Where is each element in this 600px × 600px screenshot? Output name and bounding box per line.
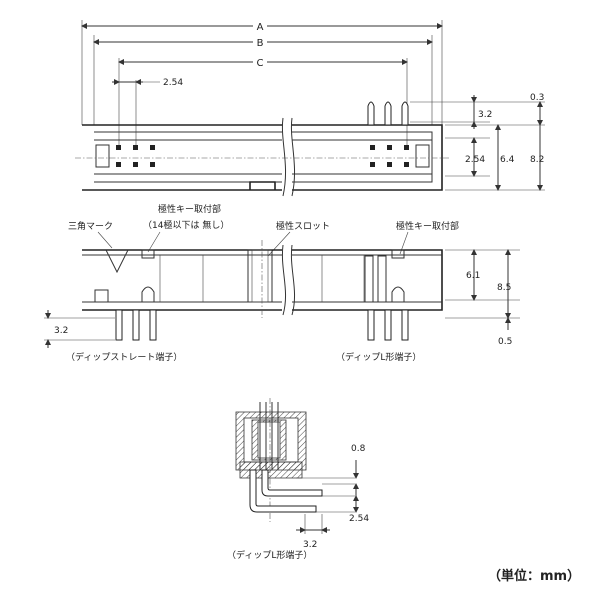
dim-c-label: C: [257, 58, 264, 69]
side-view: 三角マーク 極性キー取付部 （14極以下は 無し） 極性スロット 極性キー取付部: [44, 203, 520, 363]
label-polarity-slot: 極性スロット: [276, 220, 330, 232]
dim-b-label: B: [257, 38, 264, 49]
section-view: 0.8 2.54 3.2 （ディップL形端子）: [227, 398, 369, 561]
dim-right-03: 0.3: [530, 93, 544, 103]
label-triangle-mark: 三角マーク: [68, 220, 113, 232]
dim-bottom-08: 0.8: [351, 444, 366, 454]
label-polarity-key-left: 極性キー取付部: [158, 203, 221, 215]
dim-right-32: 3.2: [478, 110, 492, 120]
dim-a-label: A: [257, 22, 264, 33]
top-view: A B C 2.54: [75, 20, 545, 197]
dim-mid-85: 8.5: [497, 283, 511, 293]
dim-pitch-top: 2.54: [163, 78, 183, 88]
label-polarity-key-left-note: （14極以下は 無し）: [143, 219, 229, 231]
dim-left-32: 3.2: [54, 326, 68, 336]
label-dip-l-right: （ディップL形端子）: [336, 351, 421, 363]
dim-right-64: 6.4: [500, 155, 515, 165]
label-polarity-key-right: 極性キー取付部: [396, 220, 459, 232]
label-dip-straight: （ディップストレート端子）: [66, 351, 182, 363]
dim-right-254: 2.54: [465, 155, 485, 165]
dim-mid-61: 6.1: [466, 271, 480, 281]
dim-mid-05: 0.5: [498, 337, 512, 347]
dim-bottom-254: 2.54: [349, 514, 369, 524]
dim-bottom-32: 3.2: [303, 540, 317, 550]
unit-label: （単位：mm）: [488, 568, 580, 584]
dim-right-82: 8.2: [530, 155, 544, 165]
label-dip-l-bottom: （ディップL形端子）: [227, 549, 312, 561]
